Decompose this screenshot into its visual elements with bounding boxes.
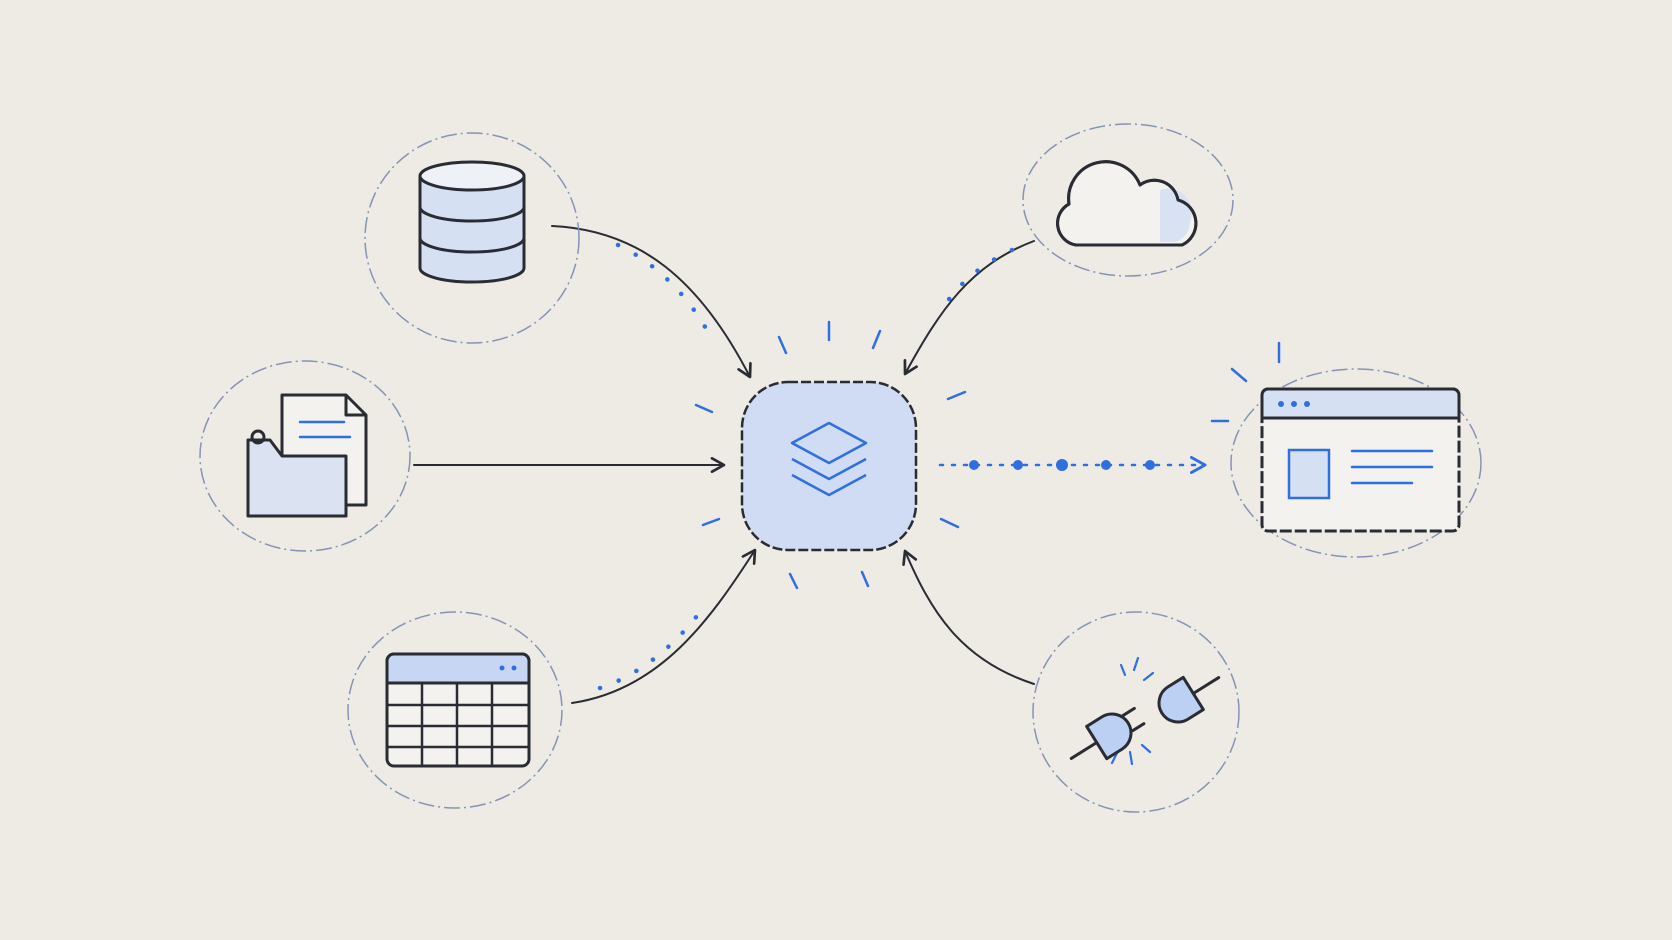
connector-cloud-dots: [942, 247, 1015, 308]
plugin-halo: [1032, 611, 1240, 813]
connectors: [413, 225, 1207, 704]
browser-window-icon: [1260, 387, 1461, 533]
spreadsheet-halo: [347, 611, 563, 809]
source-spreadsheet: [347, 611, 563, 809]
connector-spreadsheet-dots: [597, 609, 703, 691]
connector-plugin-to-hub: [902, 549, 1035, 685]
flow-dots: [969, 459, 1155, 471]
plug-connector-icon: [1069, 656, 1221, 766]
connector-cloud-to-hub: [903, 240, 1035, 376]
web-app-rays: [1210, 341, 1281, 423]
cloud-halo: [1022, 123, 1234, 277]
files-halo: [199, 360, 411, 552]
web-app-halo: [1230, 368, 1482, 558]
folder-documents-icon: [246, 393, 368, 518]
source-plugin: [1032, 611, 1240, 813]
connector-database-dots: [615, 242, 711, 335]
output-web-app: [1210, 341, 1482, 558]
connector-spreadsheet-to-hub: [571, 548, 757, 704]
database-halo: [364, 132, 580, 344]
cloud-icon: [1056, 160, 1198, 247]
source-cloud: [1022, 123, 1234, 277]
table-grid-icon: [385, 652, 531, 768]
source-database: [364, 132, 580, 344]
connector-database-to-hub: [551, 225, 752, 379]
layers-stack-icon: [790, 421, 868, 497]
source-files: [199, 360, 411, 552]
hub-node: [694, 320, 967, 590]
hub-glow-rays: [694, 320, 967, 590]
database-icon: [418, 160, 526, 284]
